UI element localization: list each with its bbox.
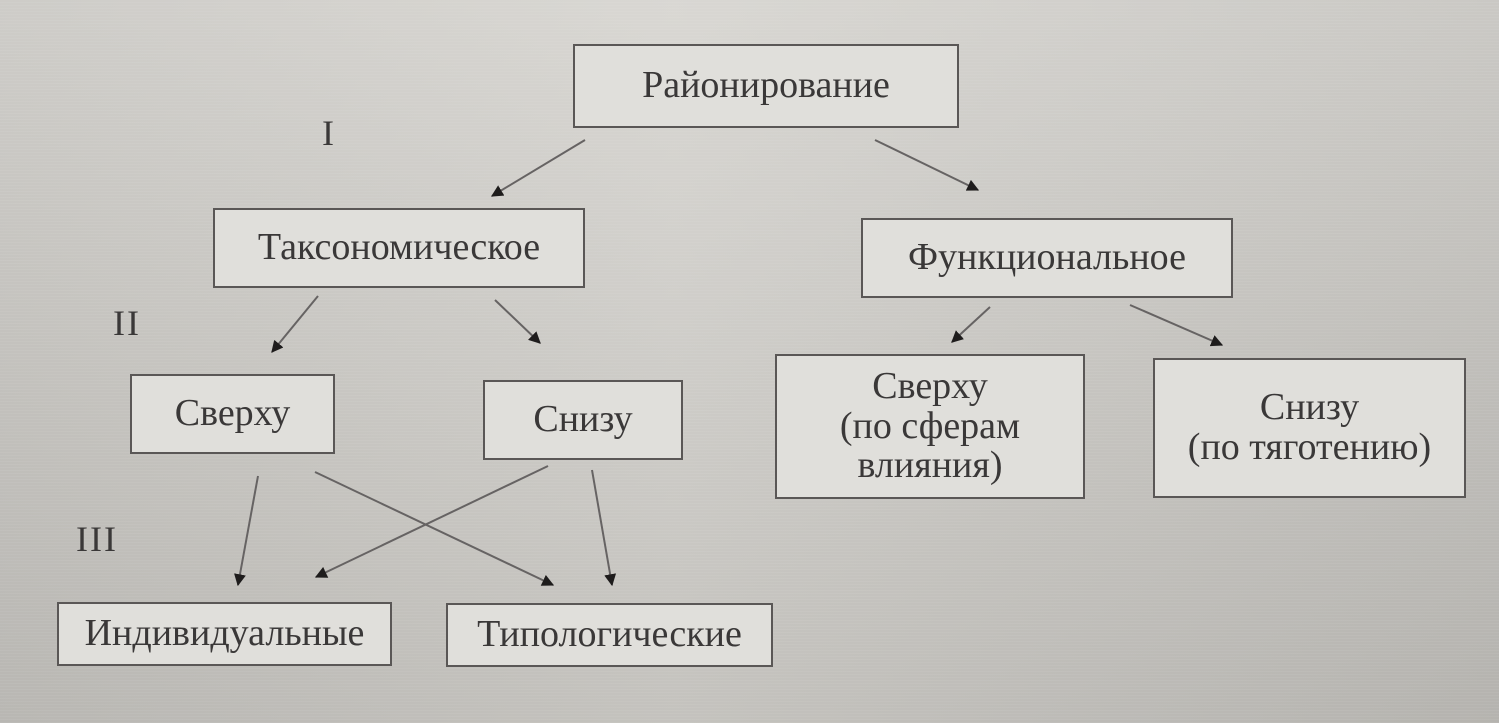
typological-node: Типологические [446,603,773,667]
level-label-3: III [76,519,118,559]
arrow-functional-to-top [951,306,991,343]
individual-node: Индивидуальные [57,602,392,666]
taxonomic-bottom-up-node: Снизу [483,380,683,460]
taxonomic-top-down-node: Сверху [130,374,335,454]
functional-node: Функциональное [861,218,1233,298]
arrow-taxonomic-to-top [271,295,319,353]
root-node: Районирование [573,44,959,128]
level-label-1: I [322,113,336,153]
arrow-bottom-to-individual [314,465,549,578]
arrow-functional-to-bottom [1129,304,1224,347]
arrow-root-to-functional [874,139,980,191]
functional-top-down-node: Сверху (по сферам влияния) [775,354,1085,499]
arrow-bottom-to-typological [591,469,617,587]
arrow-top-to-individual [234,475,259,587]
taxonomic-node: Таксономическое [213,208,585,288]
arrow-root-to-taxonomic [490,139,586,197]
arrow-top-to-typological [314,471,555,586]
arrow-taxonomic-to-bottom [494,299,541,344]
functional-bottom-up-node: Снизу (по тяготению) [1153,358,1466,498]
level-label-2: II [113,303,141,343]
